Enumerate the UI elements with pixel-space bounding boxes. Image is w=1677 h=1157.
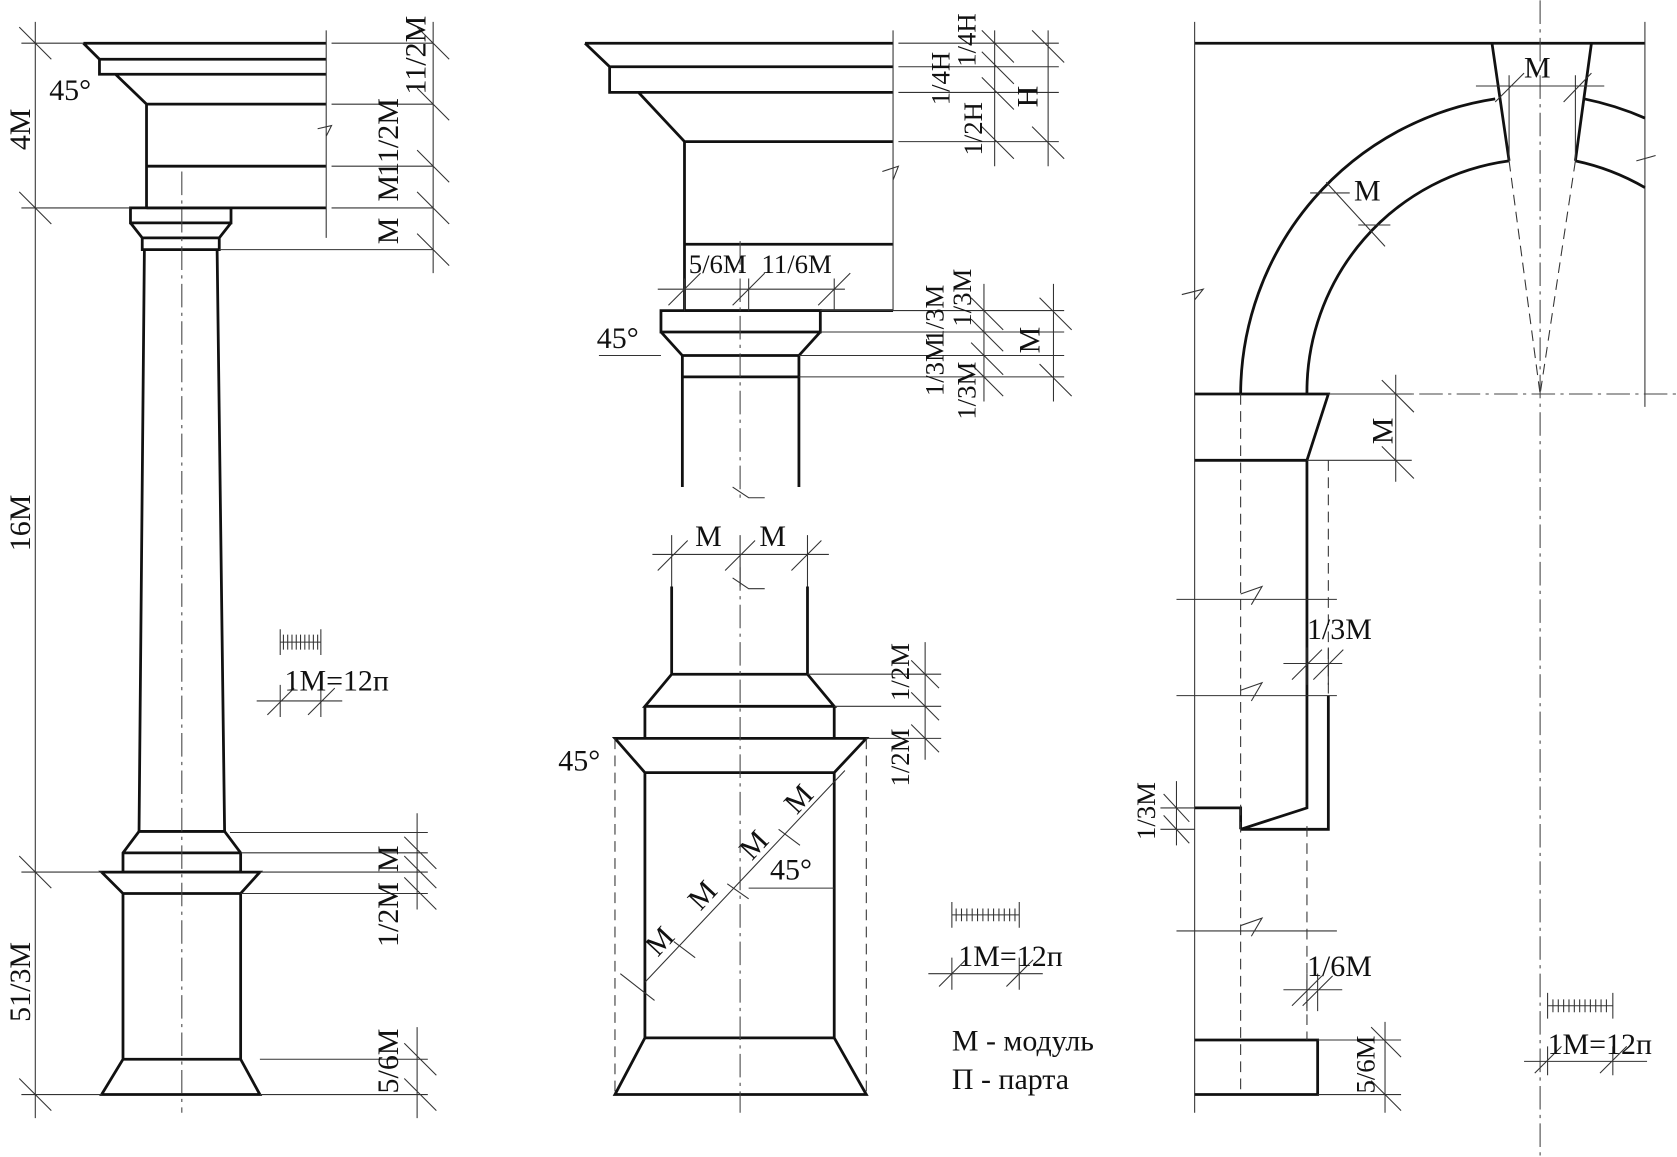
dim-third-3: 1/3М [919, 338, 949, 396]
dim-m: М [1014, 327, 1047, 354]
middle-bottom-base: М М 1/2М 1/2М 45° 45° М М М М 1М=12п М -… [558, 520, 1094, 1113]
dim-4m: 4М [4, 109, 37, 151]
legend-parta: П - парта [952, 1063, 1069, 1096]
dim-third-4: 1/3М [951, 362, 981, 420]
diag-label: М [682, 874, 724, 916]
dim-architrave: 11/2М [372, 98, 405, 177]
dim-plinth: 5/6М [372, 1029, 405, 1094]
dim-h: Н [1011, 86, 1044, 108]
angle-diag: 45° [770, 854, 812, 887]
dim-third-1: 1/3М [919, 285, 949, 343]
dim-sixth: 1/6М [1307, 950, 1372, 983]
right-arch: М М М 1/3М 1/3М 1/6М 5/6М 1М=12п [1131, 0, 1677, 1157]
left-column: 45° 4М 16М 51/3М 11/2М 11/2М М М М 1/2М … [4, 16, 450, 1119]
dim-m-right: М [759, 520, 786, 553]
dim-third-1: 1/3М [1307, 613, 1372, 646]
middle-top-capital: 45° 1/4Н 1/4Н Н 1/2Н 5/6М 11/6М 1/3М 1/3… [584, 13, 1073, 499]
dim-16m: 16М [4, 495, 37, 552]
dim-capital-m: М [372, 218, 405, 245]
angle-top: 45° [558, 744, 600, 777]
scale-label: 1М=12п [1548, 1028, 1652, 1061]
dim-impost: М [1367, 418, 1400, 445]
dim-cornice: 11/2М [400, 16, 433, 95]
dim-one-one-sixth: 11/6М [761, 249, 831, 279]
diag-label: М [778, 778, 820, 820]
dim-five-sixth: 5/6М [689, 249, 747, 279]
diag-label: М [733, 824, 775, 866]
scale-bar: 1М=12п [1524, 992, 1652, 1076]
dim-third-2: 1/3М [1131, 782, 1161, 840]
dim-frieze-m: М [372, 175, 405, 202]
dim-quarter-h-1: 1/4Н [926, 52, 956, 105]
dim-arch: М [1354, 174, 1381, 207]
legend-module: М - модуль [952, 1025, 1094, 1058]
dim-5-1-3m: 51/3М [4, 942, 37, 1022]
dim-base-m: М [372, 845, 405, 872]
angle-label: 45° [597, 322, 639, 355]
dim-keystone: М [1524, 51, 1551, 84]
dim-m-left: М [695, 520, 722, 553]
dim-half-h: 1/2Н [958, 102, 988, 155]
dim-base-half: 1/2М [372, 882, 405, 947]
angle-label: 45° [49, 74, 91, 107]
dim-half-2: 1/2М [885, 729, 915, 787]
scale-bar: 1М=12п [928, 902, 1063, 990]
dim-plinth: 5/6М [1350, 1036, 1380, 1094]
dim-third-2: 1/3М [947, 269, 977, 327]
scale-label: 1М=12п [958, 940, 1062, 973]
dim-quarter-h-2: 1/4Н [951, 13, 981, 66]
dim-half-1: 1/2М [885, 643, 915, 701]
scale-bar: 1М=12п [256, 629, 389, 718]
scale-label: 1М=12п [284, 664, 388, 697]
